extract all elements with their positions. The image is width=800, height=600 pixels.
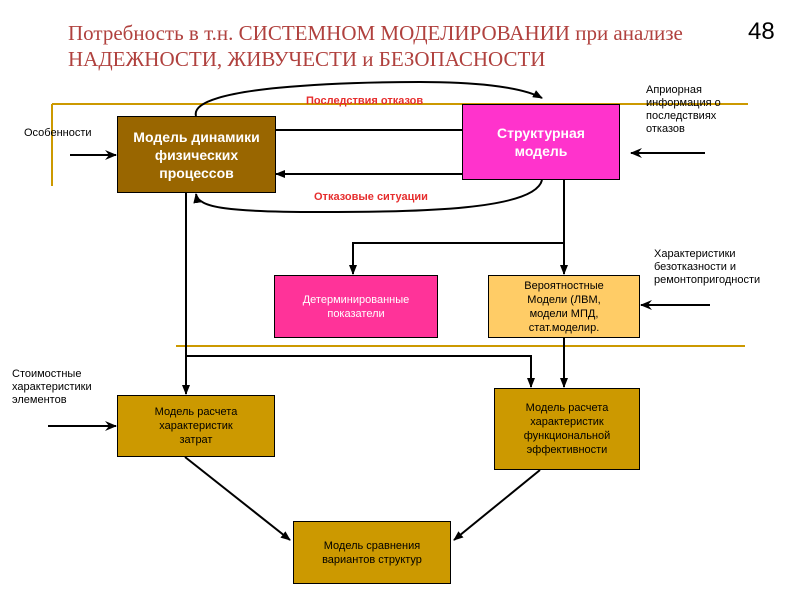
page-number: 48 [748,18,775,45]
probabilistic-box: Вероятностные Модели (ЛВМ, модели МПД, с… [488,275,640,338]
dynamics-model-line: Модель динамики [133,128,260,145]
features-label: Особенности [24,127,92,140]
cost-characteristics-label: Стоимостные характеристики элементов [12,368,92,407]
cost-chars-line: Стоимостные [12,368,82,380]
slide-title: Потребность в т.н. СИСТЕМНОМ МОДЕЛИРОВАН… [68,20,748,72]
eff-to-cmp-line [453,469,541,541]
title-line-2: НАДЕЖНОСТИ, ЖИВУЧЕСТИ и БЕЗОПАСНОСТИ [68,47,546,71]
comparison-model-line: вариантов структур [322,553,422,566]
failure-situations-label: Отказовые ситуации [314,191,428,203]
deterministic-box: Детерминированные показатели [274,275,438,338]
efficiency-model-line: эффективности [526,444,608,456]
features-label-text: Особенности [24,127,92,139]
cost-model-line: характеристик [159,420,233,432]
cost-to-cmp-line [184,456,291,541]
dynamics-model-box: Модель динамики физических процессов [117,116,276,193]
apriori-line: отказов [646,123,685,135]
cost-model-line: затрат [179,434,213,446]
consequences-loop [194,80,543,117]
cost-chars-line: элементов [12,394,67,406]
apriori-line: Априорная [646,84,702,96]
title-line-1: Потребность в т.н. СИСТЕМНОМ МОДЕЛИРОВАН… [68,21,683,45]
efficiency-model-line: Модель расчета [525,402,609,414]
characteristics-line: Характеристики [654,248,736,260]
efficiency-model-box: Модель расчета характеристик функциональ… [494,388,640,470]
consequences-label: Последствия отказов [306,95,424,107]
structural-model-line: модель [514,143,568,159]
characteristics-label: Характеристики безотказности и ремонтопр… [654,248,760,287]
dynamics-model-line: процессов [159,164,234,181]
apriori-label: Априорная информация о последствиях отка… [646,84,721,136]
probabilistic-line: стат.моделир. [528,321,600,334]
cost-model-box: Модель расчета характеристик затрат [117,395,275,457]
apriori-line: информация о [646,97,721,109]
dyn-to-eff-line [186,355,535,388]
characteristics-line: ремонтопригодности [654,274,761,286]
probabilistic-line: Вероятностные [524,279,604,292]
deterministic-line: показатели [327,307,385,320]
structural-model-line: Структурная [497,125,585,141]
efficiency-model-line: функциональной [523,430,611,442]
probabilistic-line: Модели (ЛВМ, [527,293,601,306]
comparison-model-box: Модель сравнения вариантов структур [293,521,451,584]
apriori-line: последствиях [646,110,717,122]
probabilistic-line: модели МПД, [529,307,599,320]
failure-loop [193,179,543,214]
struct-to-det-line [349,242,564,275]
characteristics-line: безотказности и [654,261,737,273]
cost-model-line: Модель расчета [154,406,238,418]
deterministic-line: Детерминированные [302,293,410,306]
efficiency-model-line: характеристик [530,416,604,428]
structural-model-box: Структурная модель [462,104,620,180]
dynamics-model-line: физических [154,146,239,163]
cost-chars-line: характеристики [12,381,92,393]
comparison-model-line: Модель сравнения [323,539,421,552]
